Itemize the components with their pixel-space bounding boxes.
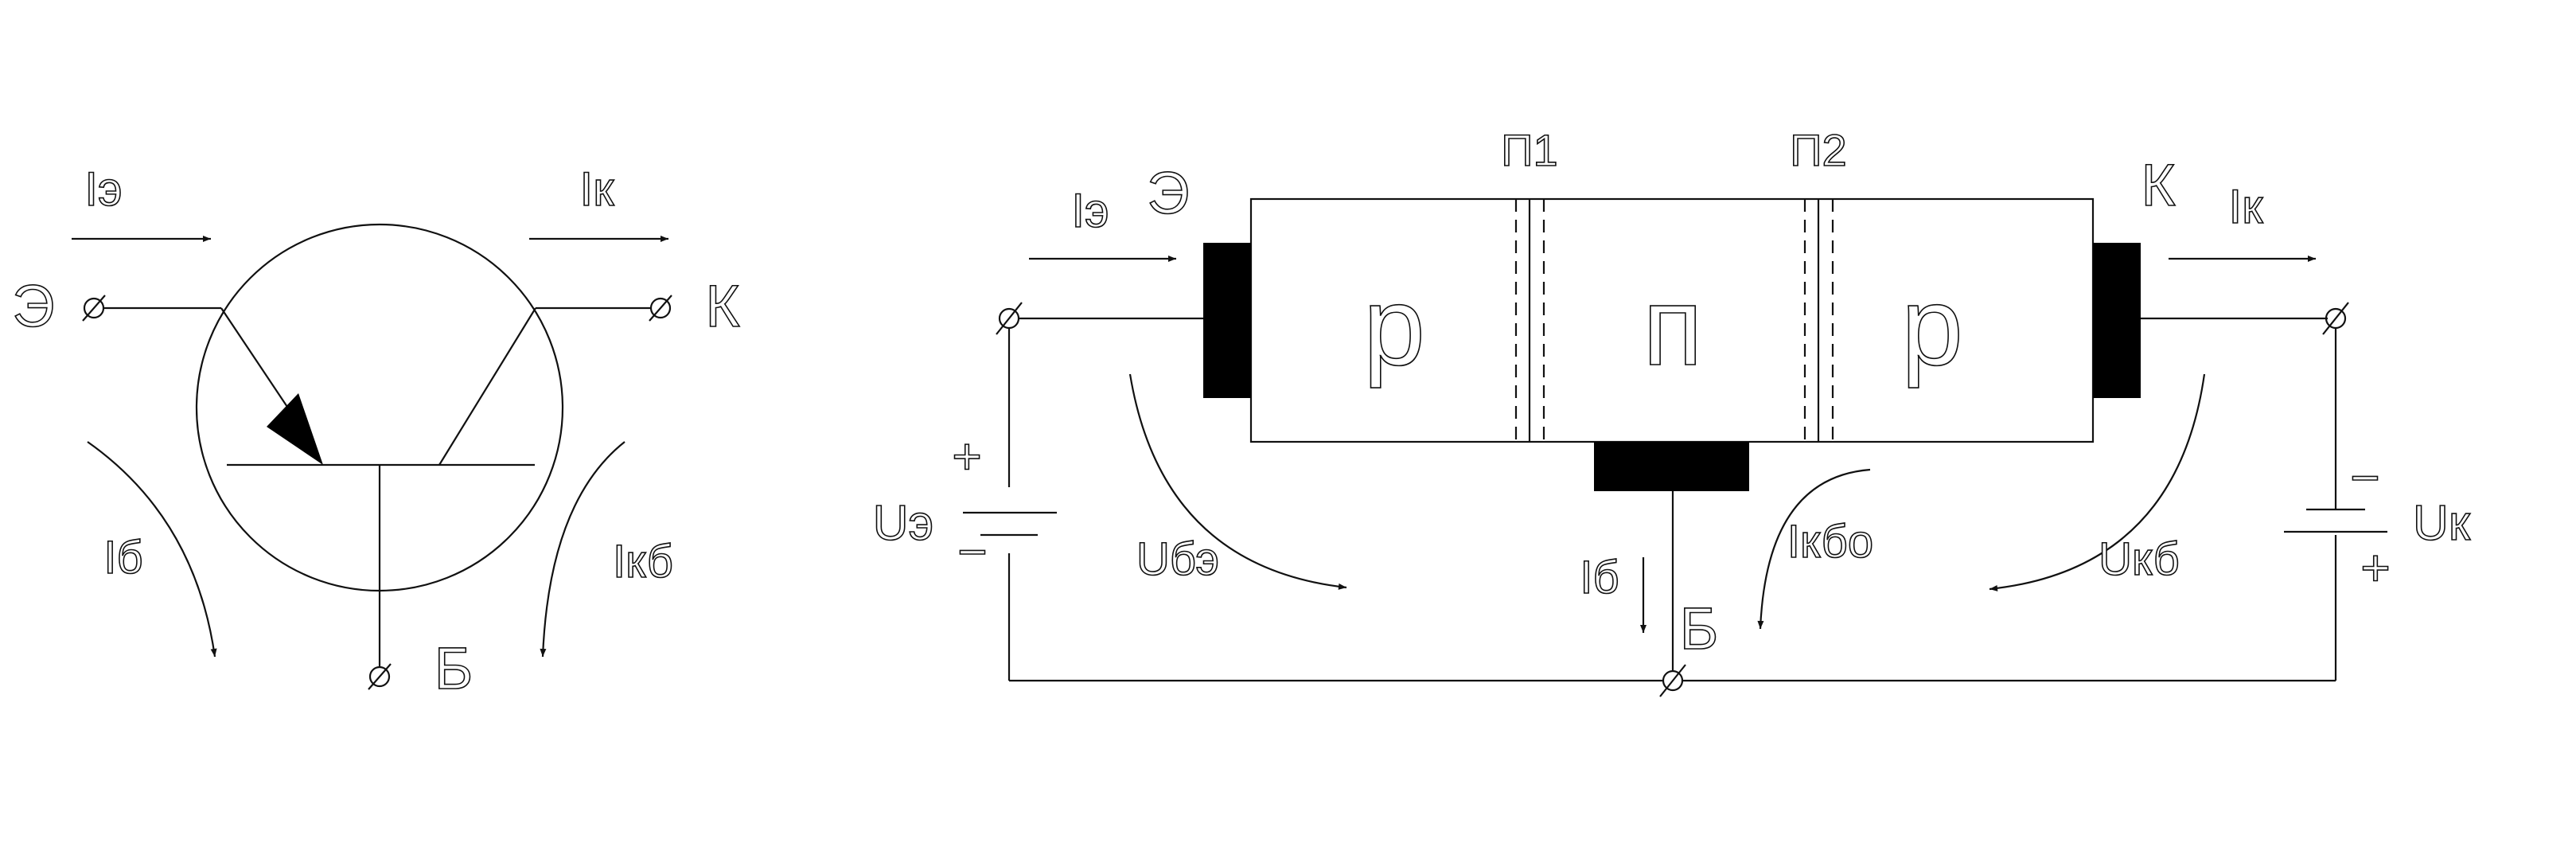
structure-base-current-label: Iб: [1580, 552, 1619, 603]
base-emitter-voltage-arrow: [1128, 373, 1347, 590]
structure-collector-terminal-label: К: [2141, 152, 2175, 218]
region-middle-label: п: [1643, 263, 1703, 388]
collector-line: [438, 307, 536, 466]
region-left-label: р: [1363, 263, 1425, 388]
collector-node: [2325, 307, 2347, 330]
collector-base-voltage-arrow: [1989, 373, 2206, 591]
base-terminal-slash: [368, 663, 392, 690]
structure-emitter-current-label: Iэ: [1071, 184, 1109, 237]
collector-terminal-slash: [649, 295, 672, 322]
emitter-source-plus-label: +: [952, 427, 981, 485]
base-node: [1662, 669, 1684, 692]
emitter-contact: [1203, 243, 1251, 398]
symbol-emitter-terminal-label: Э: [12, 273, 54, 339]
collector-node-slash: [2322, 302, 2349, 335]
collector-voltage-label: Uк: [2413, 496, 2471, 551]
collector-reverse-current-arrow: [1757, 468, 1871, 630]
collector-base-current-arrow: [540, 441, 625, 658]
junction-2-label: П2: [1790, 125, 1846, 175]
emitter-source-minus-label: −: [957, 523, 987, 580]
base-contact: [1594, 442, 1749, 491]
base-node-slash: [1659, 664, 1686, 697]
collector-source-plus-label: +: [2360, 539, 2390, 596]
structure-base-terminal-label: Б: [1680, 595, 1719, 662]
collector-source-minus-label: −: [2350, 449, 2379, 506]
emitter-arrowhead: [267, 393, 323, 465]
structure-collector-current-label: Iк: [2229, 180, 2264, 233]
symbol-collector-terminal-label: К: [705, 273, 739, 339]
collector-contact: [2093, 243, 2141, 398]
symbol-collector-current-label: Iк: [580, 162, 615, 216]
symbol-base-current-label: Iб: [103, 532, 142, 584]
pnp-structure: П1 П2 Iэ Э К Iк р п р + − Uэ Uбэ Iб Б Iк…: [872, 124, 2472, 697]
base-emitter-voltage-label: Uбэ: [1136, 533, 1219, 585]
emitter-voltage-label: Uэ: [873, 496, 933, 551]
emitter-node: [998, 307, 1020, 330]
collector-reverse-current-label: Iкбо: [1787, 516, 1873, 568]
emitter-terminal-slash: [82, 295, 106, 322]
junction-1-label: П1: [1501, 125, 1557, 175]
structure-emitter-terminal-label: Э: [1147, 160, 1189, 226]
symbol-collector-base-current-label: Iкб: [613, 536, 673, 588]
region-right-label: р: [1901, 263, 1963, 388]
base-current-arrow: [87, 441, 217, 658]
collector-base-voltage-label: Uкб: [2099, 533, 2180, 585]
emitter-node-slash: [996, 302, 1023, 335]
emitter-line: [220, 307, 299, 424]
symbol-base-terminal-label: Б: [435, 635, 474, 701]
symbol-emitter-current-label: Iэ: [84, 162, 122, 216]
transistor-symbol: Iэ Iк Э К Б Iб Iкб: [12, 162, 741, 702]
